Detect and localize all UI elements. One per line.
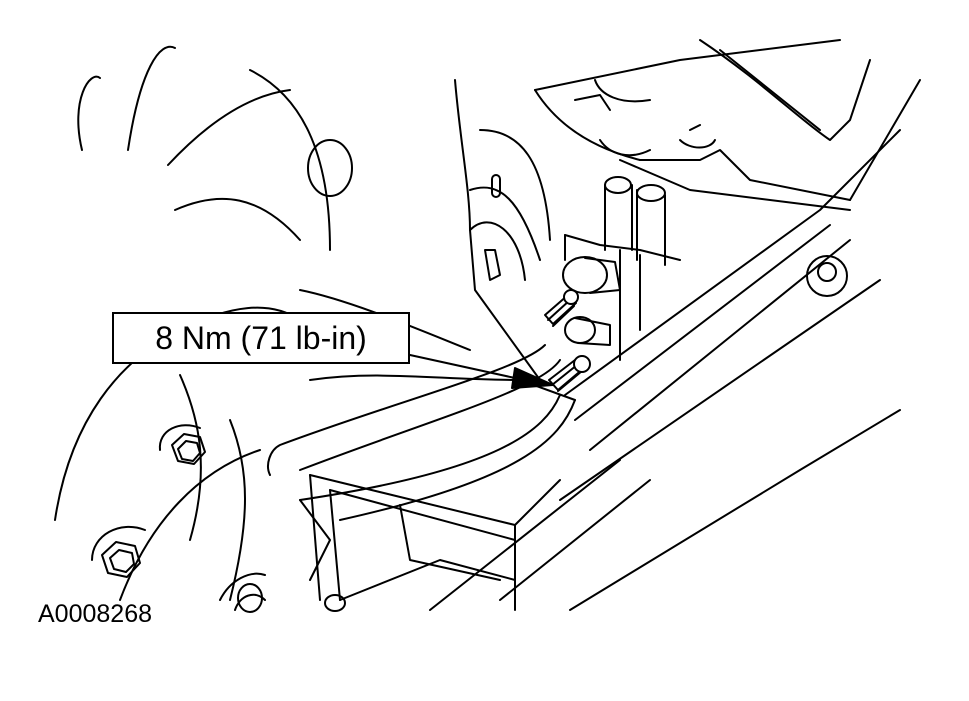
stud-bolt-upper bbox=[544, 289, 579, 327]
fluid-tubes bbox=[564, 176, 681, 361]
figure-id: A0008268 bbox=[38, 600, 153, 628]
lower-tray bbox=[299, 474, 561, 612]
hex-bolt-upper bbox=[158, 424, 206, 465]
torque-label: 8 Nm (71 lb-in) bbox=[155, 319, 367, 356]
bottom-mount bbox=[219, 572, 266, 613]
arrow-icon bbox=[409, 354, 554, 389]
hex-bolt-lower bbox=[91, 525, 146, 578]
hose-lines bbox=[267, 344, 576, 521]
upper-frame bbox=[534, 39, 921, 211]
stud-bolt-lower bbox=[548, 355, 591, 392]
right-grommet bbox=[806, 255, 848, 297]
torque-callout: 8 Nm (71 lb-in) bbox=[112, 312, 410, 364]
tube-fittings bbox=[562, 256, 621, 346]
